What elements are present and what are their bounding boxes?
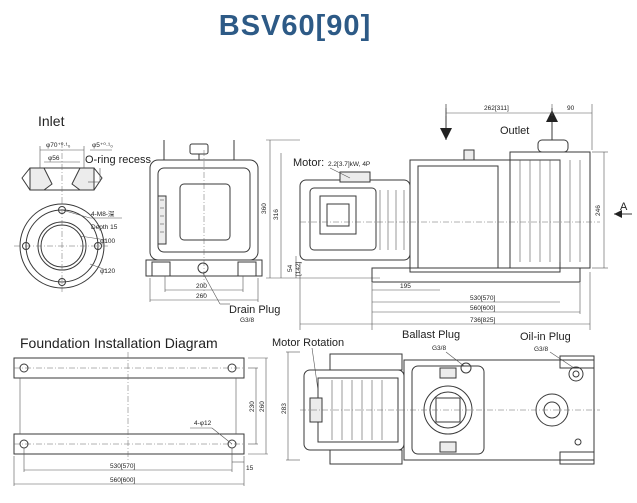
dim-f15: 15 [246, 465, 254, 472]
dim-h283: 283 [281, 403, 288, 414]
dim-w195: 195 [400, 283, 411, 290]
diagram-title: BSV60[90] [218, 10, 372, 42]
dim-f260: 260 [259, 401, 266, 412]
view-a-label: A [620, 201, 628, 213]
inlet-label: Inlet [38, 113, 65, 129]
motor-rotation-label: Motor Rotation [272, 337, 344, 349]
depth-label: Depth 15 [91, 224, 118, 231]
dim-d56: φ56 [48, 155, 60, 162]
dim-w530: 530[570] [470, 295, 495, 302]
dim-h142: [142] [295, 261, 302, 276]
dim-f560: 560[600] [110, 477, 135, 484]
dim-w200: 200 [196, 283, 207, 290]
dim-f530: 530[570] [110, 463, 135, 470]
dim-h316: 316 [273, 209, 280, 220]
oil-in-size: G3/8 [534, 346, 548, 353]
dim-w560: 560[600] [470, 305, 495, 312]
outlet-label: Outlet [500, 125, 529, 137]
oil-in-plug-label: Oil-in Plug [520, 331, 571, 343]
dim-m8: 4-M8-深 [91, 209, 115, 218]
side-view: 360 316 54 [142] Motor: 2.2[3.7]kW, 4P [261, 104, 632, 330]
dim-w260: 260 [196, 293, 207, 300]
ballast-size: G3/8 [432, 345, 446, 352]
o-ring-label: O-ring recess [85, 154, 152, 166]
drain-plug-label: Drain Plug [229, 304, 280, 316]
foundation-label: Foundation Installation Diagram [20, 335, 218, 351]
dim-h246: 246 [595, 205, 602, 216]
inlet-detail: Inlet φ70⁺⁰·¹₀ φ5⁺⁰·¹₀ φ56 O-ring recess… [14, 113, 152, 294]
motor-label: Motor: [293, 157, 324, 169]
dim-drain-size: G3/8 [240, 317, 254, 324]
dim-f230: 230 [249, 401, 256, 412]
dim-h360: 360 [261, 203, 268, 214]
dim-d5: φ5⁺⁰·¹₀ [92, 142, 113, 149]
dim-w90: 90 [567, 105, 575, 112]
dim-w736: 736[825] [470, 317, 495, 324]
dim-d100: φ100 [100, 238, 115, 245]
end-view: 200 260 Drain Plug G3/8 [145, 140, 280, 324]
dim-h54: 54 [287, 264, 294, 272]
dim-d70: φ70⁺⁰·¹₀ [46, 142, 71, 149]
top-view: Motor Rotation Ballast Plug G3/8 Oil-in … [272, 329, 600, 465]
foundation-diagram: Foundation Installation Diagram 4-φ12 23… [13, 335, 268, 486]
ballast-plug-label: Ballast Plug [402, 329, 460, 341]
dim-f12: 4-φ12 [194, 420, 212, 427]
dim-d120: φ120 [100, 268, 115, 275]
dim-w262: 262[311] [484, 105, 509, 112]
motor-spec: 2.2[3.7]kW, 4P [328, 161, 370, 168]
